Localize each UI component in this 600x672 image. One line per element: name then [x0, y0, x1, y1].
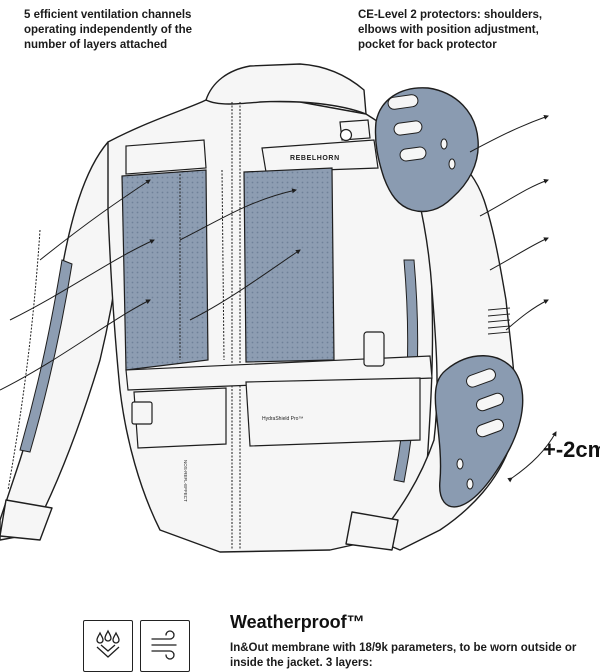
- membrane-label: HydraShield Pro™: [262, 416, 303, 422]
- left-side-strip: [19, 259, 73, 453]
- right-cuff: [345, 511, 399, 551]
- brand-label: REBELHORN: [290, 155, 340, 162]
- left-cuff: [0, 499, 53, 541]
- windproof-icon: [140, 620, 190, 672]
- collar: [205, 63, 367, 115]
- shoulder-protector: [374, 87, 479, 213]
- feature-title: Weatherproof™: [230, 612, 365, 632]
- right-mesh-panel: [243, 167, 335, 363]
- feature-description: In&Out membrane with 18/9k parameters, t…: [230, 642, 577, 669]
- left-mesh-panel: [121, 169, 209, 371]
- protectors-callout: CE-Level 2 protectors: shoulders, elbows…: [358, 9, 543, 51]
- feature-icons: [83, 620, 190, 672]
- ventilation-callout: 5 efficient ventilation channels operati…: [24, 9, 193, 51]
- waterproof-icon: [83, 620, 133, 672]
- left-sleeve: [0, 141, 125, 541]
- jacket-illustration: REBELHORN HydraShield Pro™ NOS-REFL-EFFE…: [0, 63, 557, 553]
- elbow-adjustment-label: +-2cm: [543, 437, 600, 462]
- sleeve-text: NOS-REFL-EFFECT: [183, 460, 188, 502]
